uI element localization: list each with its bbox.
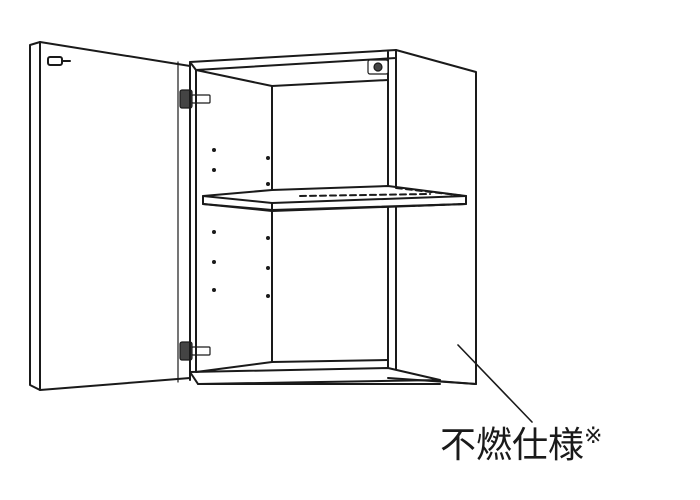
door-latch-icon [47,56,71,66]
caption-text: 不燃仕様 [440,425,585,466]
shelf-pin-holes [212,148,270,298]
caption-mark: ※ [584,424,603,449]
open-door [29,41,191,391]
cabinet-body [189,49,477,385]
adjustable-shelf [202,185,467,212]
leader-line [457,344,533,423]
mounting-fitting [367,59,389,75]
caption-label: 不燃仕様※ [440,425,602,466]
